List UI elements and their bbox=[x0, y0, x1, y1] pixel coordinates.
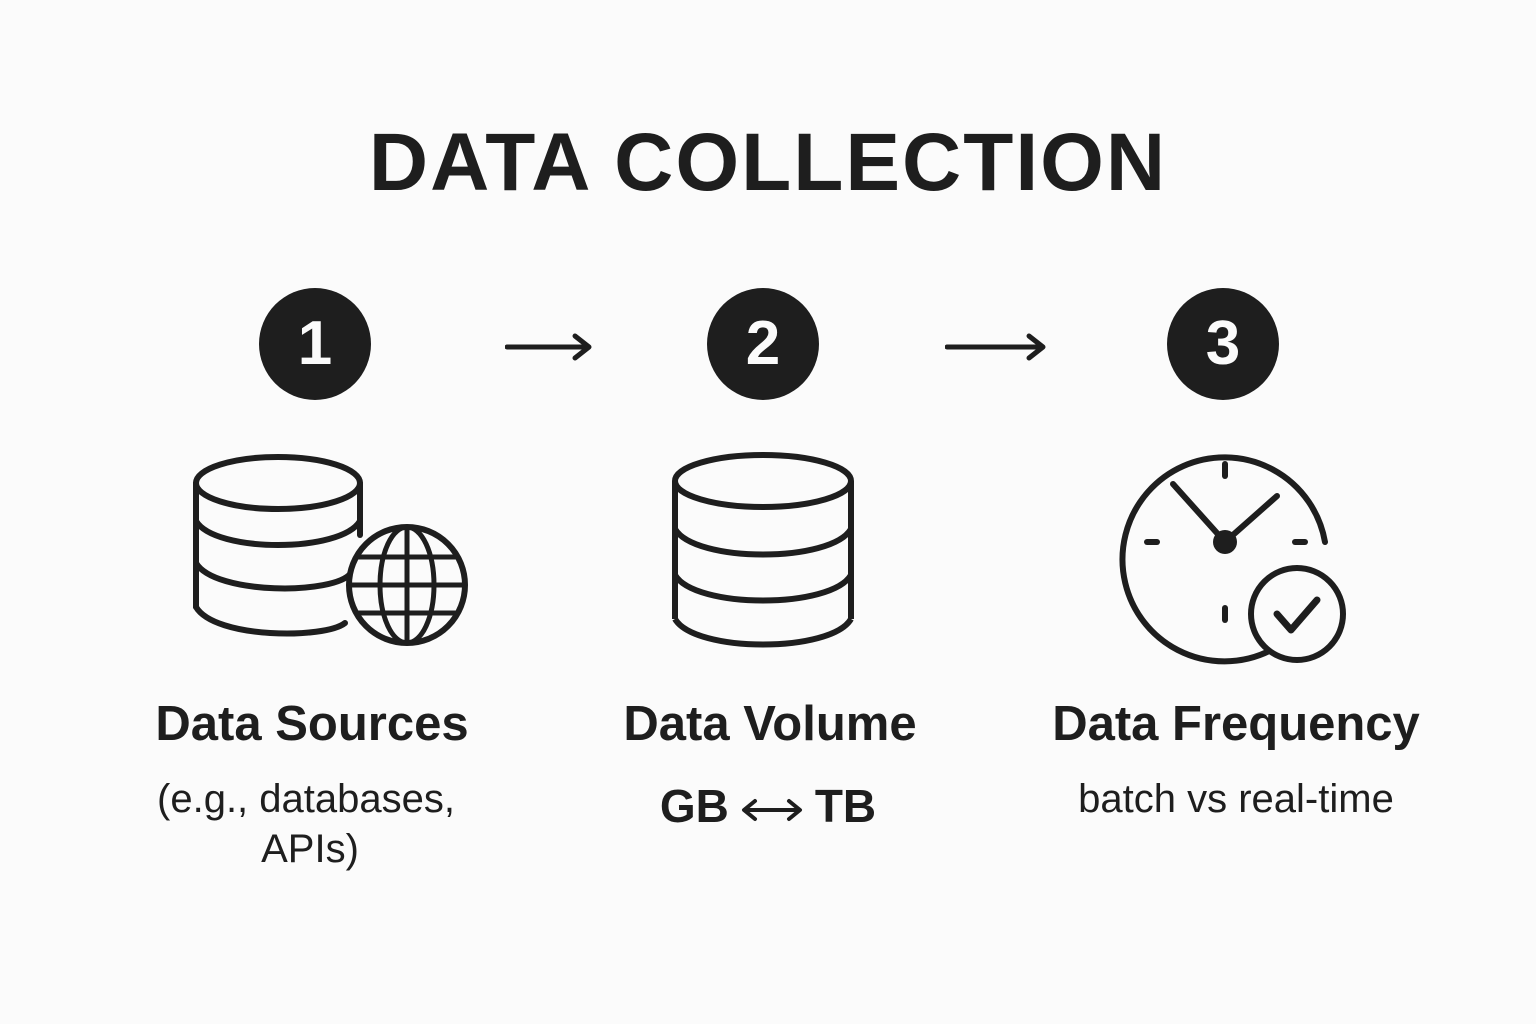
clock-check-icon bbox=[1119, 454, 1346, 665]
step-1-description-line-2: APIs) bbox=[261, 827, 359, 871]
step-1-badge: 1 bbox=[259, 288, 371, 400]
step-1-description-line-1: (e.g., databases, bbox=[157, 777, 455, 821]
step-3-badge: 3 bbox=[1167, 288, 1279, 400]
double-arrow-icon bbox=[741, 798, 802, 821]
step-1-title: Data Sources bbox=[155, 697, 469, 751]
diagram-title: DATA COLLECTION bbox=[368, 117, 1168, 208]
step-3-title: Data Frequency bbox=[1052, 697, 1420, 751]
step-3-description: batch vs real-time bbox=[1078, 777, 1394, 821]
step-2-volume-range: GB TB bbox=[548, 778, 988, 834]
database-icon bbox=[672, 452, 854, 648]
range-to-label: TB bbox=[814, 780, 877, 832]
database-globe-icon bbox=[193, 454, 468, 646]
arrow-right-icon bbox=[945, 333, 1046, 361]
range-from-label: GB bbox=[659, 780, 729, 832]
step-2-badge: 2 bbox=[707, 288, 819, 400]
step-2-title: Data Volume bbox=[623, 697, 917, 751]
arrow-right-icon bbox=[505, 333, 592, 361]
